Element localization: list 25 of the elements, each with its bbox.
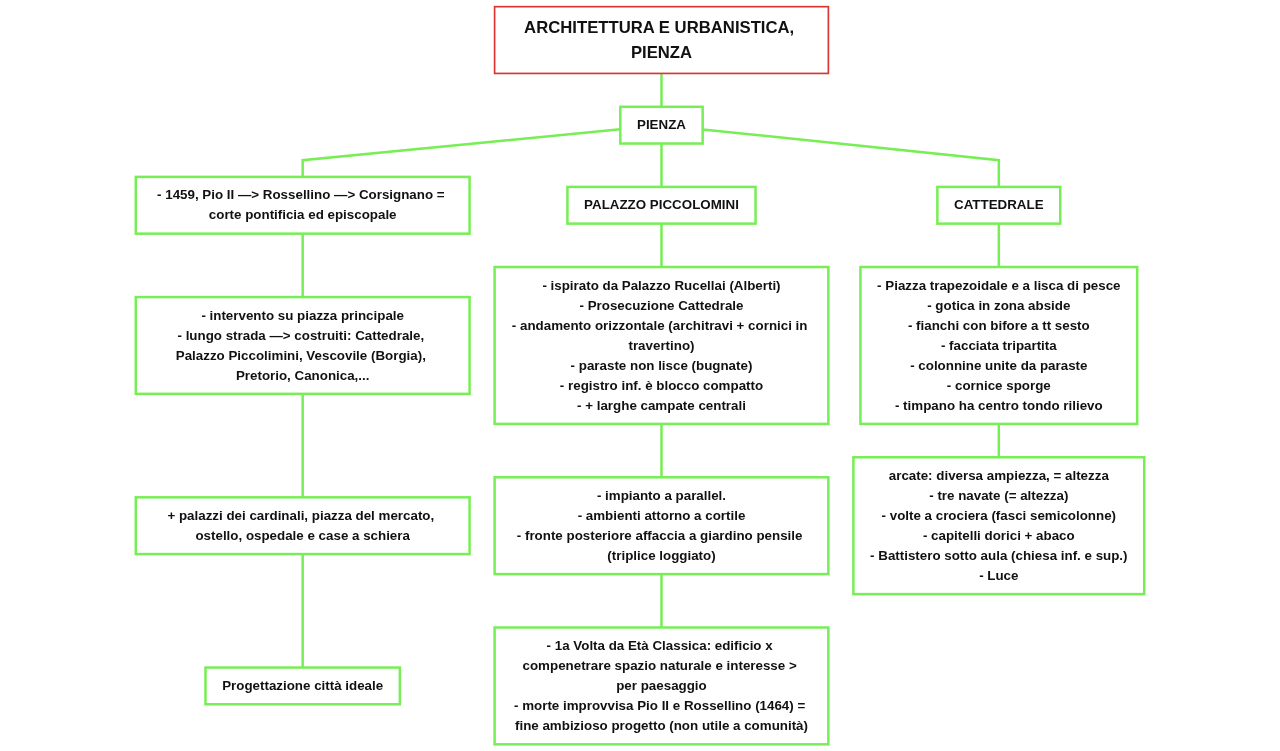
node-box: PALAZZO PICCOLOMINI xyxy=(566,185,757,225)
node-box: - Piazza trapezoidale e a lisca di pesce - gotica in zona abside - fianchi con bifore a tt sesto - facciata tripartita - colonnine unite da paraste - cornice sporge - timpano ha centro tondo rilievo xyxy=(859,265,1139,426)
connector xyxy=(660,223,663,267)
connector xyxy=(702,128,1001,187)
node-box: arcate: diversa ampiezza, = altezza - tre navate (= altezza) - volte a crociera (fasci semicolonne) - capitelli dorici + abaco - Battistero sotto aula (chiesa inf. e sup.) - Luce xyxy=(852,456,1146,596)
node-box: + palazzi dei cardinali, piazza del mercato, ostello, ospedale e case a schiera xyxy=(134,496,471,556)
node-box: - 1459, Pio II —> Rossellino —> Corsignano = corte pontificia ed episcopale xyxy=(134,175,471,235)
connector xyxy=(660,143,663,187)
node-box: ARCHITETTURA E URBANISTICA, PIENZA xyxy=(493,5,830,75)
node-box: - intervento su piazza principale - lungo strada —> costruiti: Cattedrale, Palazzo Piccolimini, Vescovile (Borgia), Pretorio, Canonica,... xyxy=(134,295,471,396)
connector xyxy=(997,423,1001,458)
connector xyxy=(301,233,304,298)
connector xyxy=(660,73,663,107)
node-box: PIENZA xyxy=(619,105,704,145)
connector xyxy=(660,423,663,478)
node-box: Progettazione città ideale xyxy=(204,666,402,706)
connector xyxy=(301,127,621,177)
connector xyxy=(301,393,304,498)
node-box: CATTEDRALE xyxy=(936,185,1062,225)
connector xyxy=(997,223,1001,267)
node-box: - impianto a parallel. - ambienti attorno a cortile - fronte posteriore affaccia a giardino pensile (triplice loggiato) xyxy=(493,476,830,576)
connector xyxy=(301,554,304,668)
connector xyxy=(660,574,663,628)
node-box: - 1a Volta da Età Classica: edificio x compenetrare spazio naturale e interesse > per paesaggio - morte improvvisa Pio II e Rossellino (1464) = fine ambizioso progetto (non utile a comunità) xyxy=(493,626,830,746)
node-box: - ispirato da Palazzo Rucellai (Alberti) - Prosecuzione Cattedrale - andamento orizzontale (architravi + cornici in travertino) - paraste non lisce (bugnate) - registro inf. è blocco compatto - + larghe campate centrali xyxy=(493,265,830,426)
